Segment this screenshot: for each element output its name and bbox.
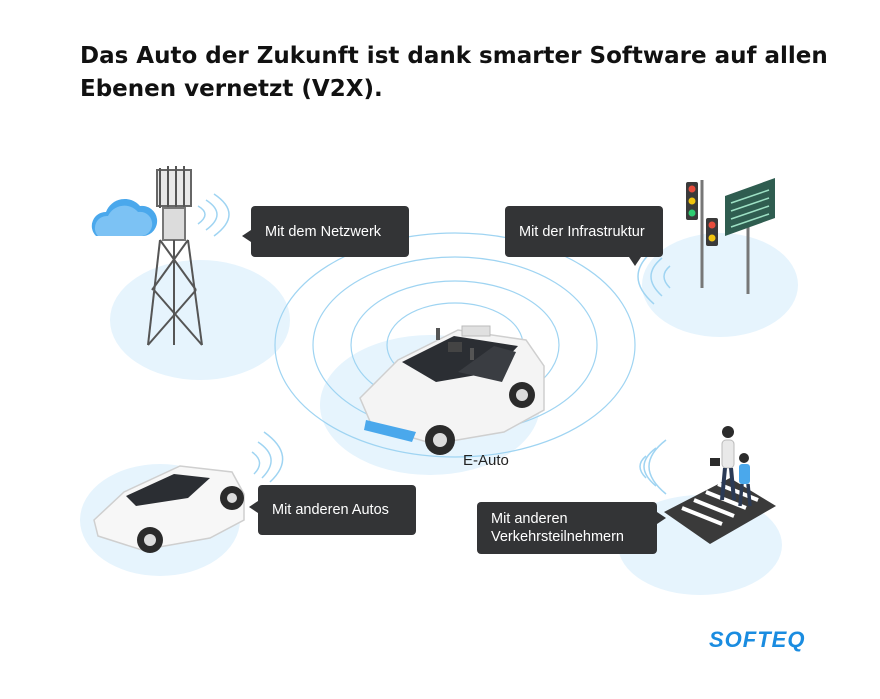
bubble-cars-text: Mit anderen Autos	[272, 502, 389, 518]
bubble-network-text: Mit dem Netzwerk	[265, 223, 382, 240]
cloud-icon	[91, 198, 158, 236]
bubble-tail	[657, 512, 666, 524]
softeq-logo: SOFTEQ	[709, 627, 806, 652]
info-board-icon	[725, 178, 775, 294]
bubble-tail	[629, 257, 641, 266]
bubble-cars: Mit anderen Autos	[249, 485, 416, 535]
bubble-tail	[249, 501, 258, 513]
tower-halo	[110, 260, 290, 380]
pedestrian-icon	[710, 426, 752, 507]
bubble-pedestrians: Mit anderen Verkehrsteilnehmern	[477, 502, 666, 554]
bubble-tail	[242, 230, 251, 242]
bubble-pedestrians-text: Mit anderen Verkehrsteilnehmern	[491, 511, 624, 545]
car-icon	[93, 465, 245, 553]
e-car-icon	[359, 325, 545, 455]
bubble-network: Mit dem Netzwerk	[242, 206, 409, 257]
ped-waves	[639, 439, 667, 495]
traffic-light-icon	[686, 180, 718, 288]
tower-waves	[197, 193, 230, 237]
infra-halo	[642, 233, 798, 337]
page-title: Das Auto der Zukunft ist dank smarter So…	[80, 43, 828, 102]
car-waves	[251, 431, 284, 483]
bubble-infrastructure-text: Mit der Infrastruktur	[519, 223, 645, 240]
bubble-infrastructure: Mit der Infrastruktur	[505, 206, 663, 266]
cell-tower-icon	[147, 166, 203, 346]
e-car-label: E-Auto	[463, 452, 509, 469]
